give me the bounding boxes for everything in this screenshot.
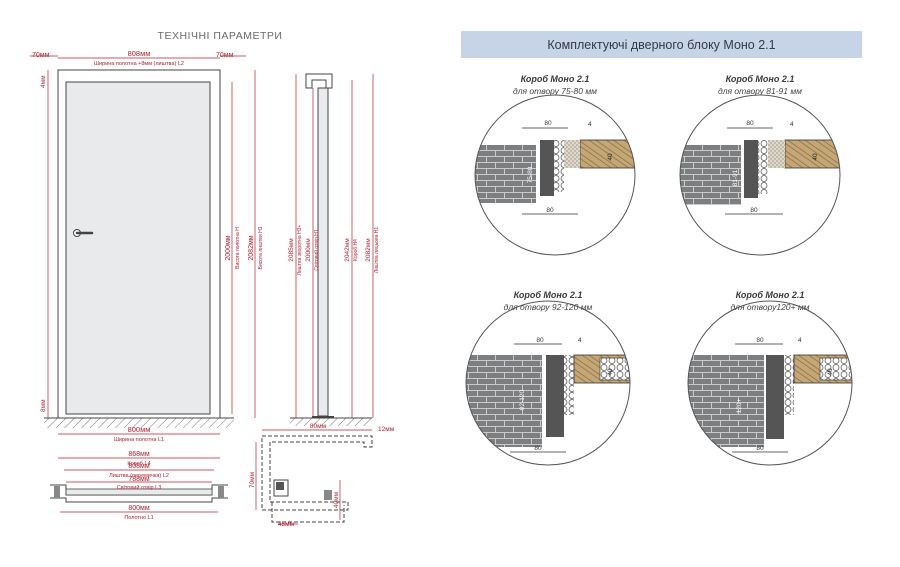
detail-right-offset: 12мм — [378, 426, 395, 433]
detail-3-wall-dim: 92-120 — [519, 390, 526, 411]
detail-4-bottom-dim: 80 — [756, 445, 764, 452]
door-side-view: 2085мм Лиштва зворотна H3+ 2000мм Світов… — [288, 73, 380, 426]
detail-2-leaf-dim: 40 — [812, 153, 819, 161]
dim-bottom-width: 800мм — [128, 425, 151, 434]
dim-top-width-caption: Ширина полотна +8мм (лиштва) L2 — [94, 61, 184, 67]
detail-inner-height: 40мм — [333, 491, 340, 508]
plan-w3-caption: Світовий отвір L3 — [117, 484, 162, 491]
plan-w1: 868мм — [128, 451, 149, 458]
detail-2-subtitle: для отвору 81-91 мм — [718, 86, 802, 96]
dim-top-left-offset: 70мм — [32, 52, 50, 59]
dim-height-2: 2082мм — [248, 235, 255, 260]
frame-detail-4: Короб Моно 2.1 для отвору120+ мм 80 4 80… — [687, 290, 853, 466]
door-front-view: 70мм 808мм Ширина полотна +8мм (лиштва) … — [30, 49, 264, 443]
detail-2-title: Короб Моно 2.1 — [726, 74, 795, 84]
plan-w2-caption: Лиштва (перемичка) L2 — [109, 473, 169, 479]
detail-4-subtitle: для отвору120+ мм — [730, 302, 809, 312]
dim-left-top-offset: 4мм — [40, 75, 47, 88]
detail-1-subtitle: для отвору 75-80 мм — [513, 86, 597, 96]
detail-left-height: 70мм — [249, 471, 256, 488]
frame-detail-3: Короб Моно 2.1 для отвору 92-120 мм 80 4… — [465, 290, 631, 466]
side-dim-1: 2085мм — [288, 238, 295, 262]
side-dim-3: 2042мм — [344, 238, 351, 262]
plan-w2: 808мм — [128, 463, 149, 470]
plan-w1-caption: Короб L4 — [127, 461, 150, 467]
detail-top-width: 80мм — [310, 423, 327, 430]
dim-height-2-caption: Висота лиштви H1 — [258, 226, 264, 269]
floor-hatch — [44, 418, 234, 428]
side-dim-2-caption: Світовий отвір H1 — [313, 229, 320, 271]
detail-3-bottom-dim: 80 — [534, 445, 542, 452]
sheet-title: ТЕХНІЧНІ ПАРАМЕТРИ — [157, 30, 283, 42]
detail-1-small-dim: 4 — [588, 121, 592, 128]
detail-1-title: Короб Моно 2.1 — [521, 74, 590, 84]
detail-4-top-dim: 80 — [756, 337, 764, 344]
dim-bottom-width-caption: Ширина полотна L1 — [114, 437, 164, 443]
side-dim-2: 2000мм — [305, 238, 312, 262]
dim-top-right-offset: 70мм — [216, 52, 234, 59]
detail-bottom-width: 45мм — [278, 521, 295, 528]
detail-4-leaf-dim: 40 — [827, 368, 834, 376]
frame-section-detail: 80мм 12мм 70мм 40мм 45мм — [249, 423, 395, 528]
plan-view: 868мм Короб L4 808мм Лиштва (перемичка) … — [50, 451, 228, 521]
plan-w4: 800мм — [128, 505, 149, 512]
detail-3-leaf-dim: 40 — [607, 368, 614, 376]
dim-top-width: 808мм — [128, 49, 151, 58]
plan-w3: 788мм — [128, 476, 149, 483]
detail-4-small-dim: 4 — [798, 337, 802, 344]
detail-1-top-dim: 80 — [544, 120, 552, 127]
frame-detail-2: Короб Моно 2.1 для отвору 81-91 мм 80 4 … — [679, 74, 841, 256]
door-leaf — [65, 81, 211, 415]
dim-height-1: 2000мм — [225, 235, 232, 260]
plan-w4-caption: Полотно L1 — [124, 515, 153, 521]
components-banner: Комплектуючі дверного блоку Моно 2.1 — [461, 31, 862, 58]
detail-3-top-dim: 80 — [536, 337, 544, 344]
detail-2-bottom-dim: 80 — [750, 207, 758, 214]
detail-1-bottom-dim: 80 — [546, 207, 554, 214]
dim-left-bottom-offset: 8мм — [40, 399, 47, 412]
detail-2-small-dim: 4 — [790, 121, 794, 128]
side-dim-4-caption: Лиштва лицьова H1 — [374, 227, 380, 273]
side-dim-3-caption: Короб H4 — [353, 239, 359, 261]
detail-2-top-dim: 80 — [746, 120, 754, 127]
detail-2-wall-dim: 81-91 — [732, 169, 739, 186]
frame-detail-1: Короб Моно 2.1 для отвору 75-80 мм 80 4 … — [474, 74, 636, 256]
dim-height-1-caption: Висота полотна H — [235, 227, 241, 269]
side-dim-1-caption: Лиштва зворотна H3+ — [297, 225, 303, 276]
detail-4-wall-dim: 120+ — [736, 398, 743, 413]
plan-leaf — [65, 488, 213, 496]
detail-3-small-dim: 4 — [578, 337, 582, 344]
detail-4-title: Короб Моно 2.1 — [736, 290, 805, 300]
detail-3-title: Короб Моно 2.1 — [514, 290, 583, 300]
side-dim-4: 2082мм — [365, 238, 372, 262]
detail-3-subtitle: для отвору 92-120 мм — [504, 302, 593, 312]
door-handle-icon — [73, 229, 94, 237]
detail-1-leaf-dim: 40 — [607, 153, 614, 161]
detail-1-wall-dim: 75-80 — [527, 166, 534, 183]
